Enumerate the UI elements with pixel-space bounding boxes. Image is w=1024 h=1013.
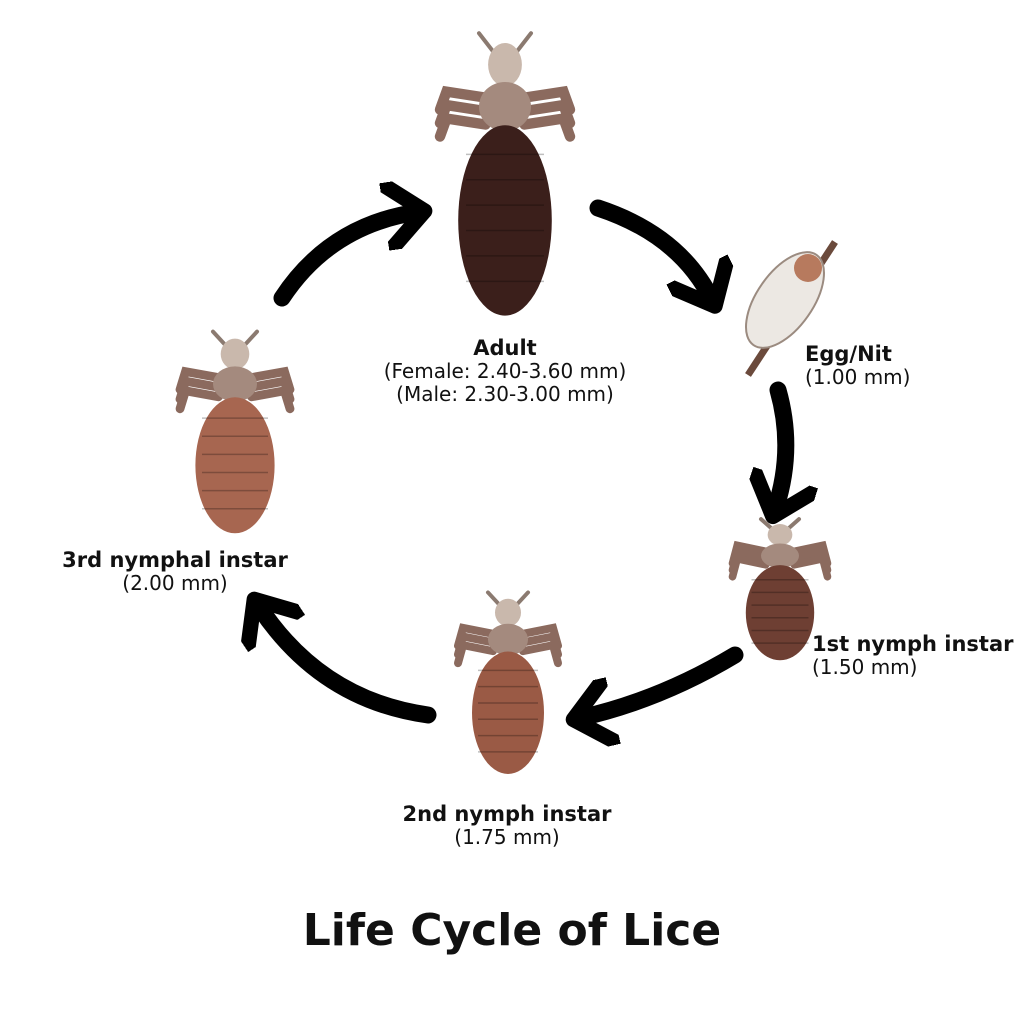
stage-size: (Female: 2.40-3.60 mm) — [383, 359, 627, 384]
thorax — [761, 543, 799, 569]
cycle-arrows — [258, 208, 786, 718]
stage-name: Adult — [473, 336, 537, 360]
stage-name: 2nd nymph instar — [402, 802, 612, 826]
leg — [728, 554, 770, 581]
leg — [519, 640, 562, 668]
head — [767, 524, 793, 546]
stage-size: (2.00 mm) — [122, 571, 228, 596]
label-adult: Adult (Female: 2.40-3.60 mm) (Male: 2.30… — [330, 336, 680, 406]
stage-size: (1.50 mm) — [812, 655, 918, 680]
arrow-3rd-to-adult — [273, 212, 418, 307]
stage-size: (1.75 mm) — [454, 825, 560, 850]
head — [495, 598, 521, 627]
diagram-title: Life Cycle of Lice — [302, 905, 722, 956]
leg — [519, 112, 576, 142]
leg — [790, 554, 832, 581]
second-nymph-louse — [454, 590, 562, 774]
thorax — [488, 623, 528, 656]
arrow-adult-to-egg — [589, 199, 712, 300]
abdomen — [745, 565, 815, 661]
abdomen — [458, 125, 552, 316]
label-1st-nymph: 1st nymph instar (1.50 mm) — [812, 632, 1014, 679]
stage-size: (1.00 mm) — [805, 365, 911, 390]
stage-name: 1st nymph instar — [812, 632, 1014, 656]
label-2nd-nymph: 2nd nymph instar (1.75 mm) — [357, 802, 657, 849]
arrow-1st-to-2nd — [580, 646, 744, 718]
abdomen — [472, 651, 544, 774]
adult-louse — [434, 31, 576, 316]
leg — [247, 385, 295, 414]
stage-name: Egg/Nit — [805, 342, 892, 366]
thorax — [479, 81, 531, 132]
third-nymph-louse — [175, 329, 295, 534]
abdomen — [195, 397, 275, 534]
arrow-egg-to-1st — [775, 381, 786, 510]
stage-name: 3rd nymphal instar — [62, 548, 288, 572]
label-3rd-nymph: 3rd nymphal instar (2.00 mm) — [30, 548, 320, 595]
thorax — [213, 366, 257, 402]
head — [220, 338, 250, 370]
egg-nit-illustration — [744, 240, 838, 377]
leg — [434, 112, 491, 142]
head — [488, 43, 522, 87]
arrow-2nd-to-3rd — [258, 605, 437, 724]
label-egg: Egg/Nit (1.00 mm) — [805, 342, 910, 389]
stage-size: (Male: 2.30-3.00 mm) — [396, 382, 614, 407]
leg — [175, 385, 223, 414]
first-nymph-louse — [728, 517, 832, 661]
leg — [454, 640, 497, 668]
